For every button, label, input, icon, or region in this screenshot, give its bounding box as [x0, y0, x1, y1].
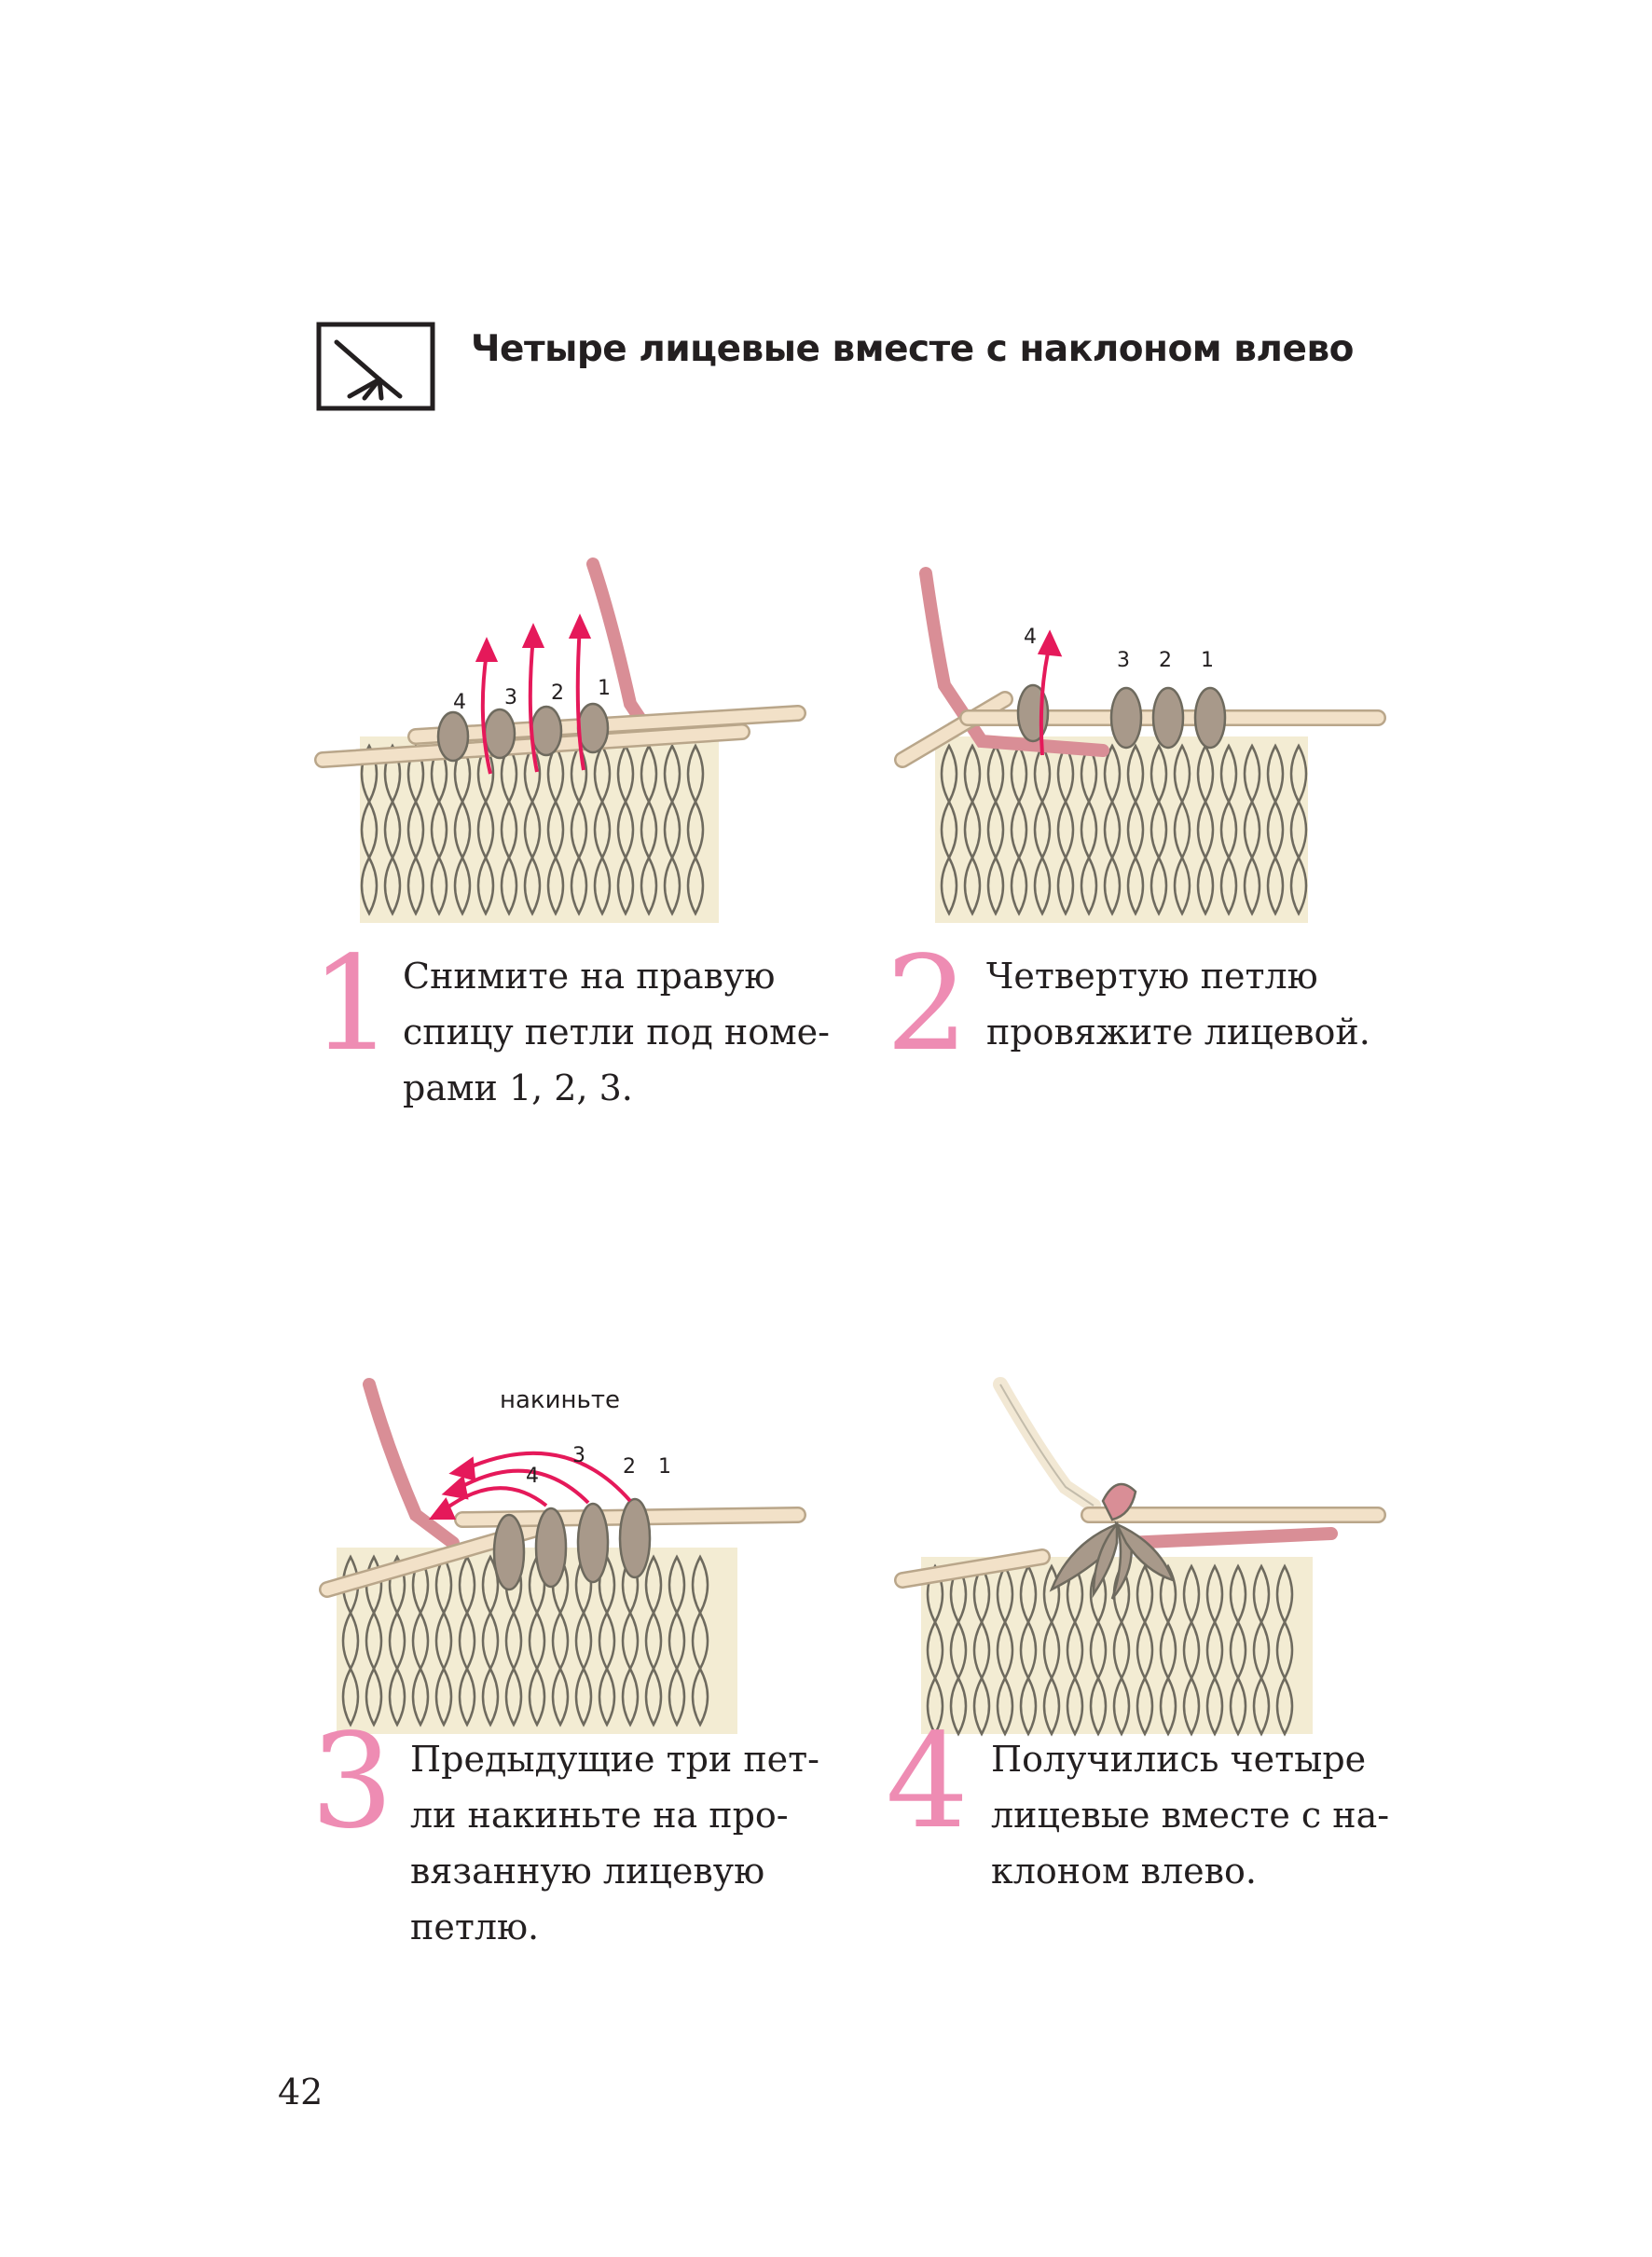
- working-yarn: [586, 557, 655, 738]
- loop-label-4: 4: [526, 1465, 539, 1488]
- working-yarn: [993, 1377, 1101, 1513]
- loop-label-4: 4: [453, 691, 466, 714]
- loop-label-4: 4: [1024, 626, 1037, 649]
- step-number-3: 3: [310, 1706, 394, 1858]
- worked-loops: [1016, 683, 1227, 750]
- step-2-illustration: 4 3 2 1: [894, 567, 1386, 923]
- loop-label-3: 3: [572, 1444, 585, 1467]
- step-4-illustration: [894, 1377, 1386, 1737]
- loop-label-2: 2: [623, 1455, 636, 1479]
- knit-fabric: [337, 1548, 737, 1734]
- pull-through-arrow: [1037, 629, 1063, 756]
- page-number: 42: [278, 2071, 324, 2112]
- loop-label-1: 1: [598, 677, 611, 700]
- working-yarn: [919, 567, 1109, 757]
- step-3-illustration: накиньте 4 3 2 1: [319, 1378, 806, 1734]
- left-needle: [894, 1548, 1051, 1589]
- page-title: Четыре лицевые вместе с наклоном влево: [471, 328, 1354, 370]
- slip-arrows: [475, 613, 592, 775]
- loop-label-2: 2: [551, 681, 564, 705]
- pink-row: [1120, 1527, 1338, 1549]
- step-number-1: 1: [310, 929, 394, 1080]
- step-text-3: Предыдущие три пет- ли накиньте на про- …: [410, 1739, 820, 1947]
- knitting-symbol-icon: [316, 322, 435, 411]
- step-number-2: 2: [886, 929, 970, 1080]
- loop-label-1: 1: [1201, 649, 1214, 672]
- knit-fabric: [935, 736, 1308, 923]
- step-text-2: Четвертую петлю провяжите лицевой.: [986, 956, 1370, 1053]
- step-text-1: Снимите на правую спицу петли под номе- …: [403, 956, 830, 1108]
- knit-fabric: [360, 736, 719, 923]
- loop-label-3: 3: [504, 686, 517, 709]
- pass-over-arrows: [428, 1451, 632, 1520]
- step-text-4: Получились четыре лицевые вместе с на- к…: [991, 1739, 1390, 1892]
- step-number-4: 4: [886, 1706, 970, 1858]
- step-1-illustration: 4 3 2 1: [314, 557, 806, 923]
- left-needle: [894, 691, 1013, 768]
- decreased-stitch: [1049, 1482, 1176, 1600]
- loop-label-2: 2: [1159, 649, 1172, 672]
- loop-label-3: 3: [1117, 649, 1130, 672]
- loop-label-1: 1: [658, 1455, 671, 1479]
- annotation-label: накиньте: [500, 1386, 620, 1414]
- lifted-loops: [492, 1497, 652, 1591]
- working-yarn: [363, 1378, 460, 1549]
